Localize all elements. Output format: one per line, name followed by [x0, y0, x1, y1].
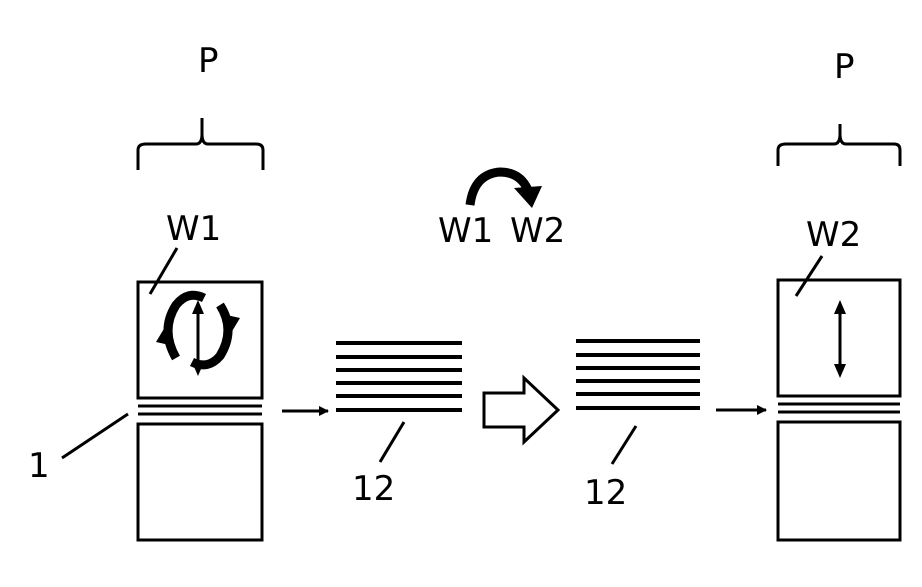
- label-p-right: P: [834, 47, 855, 87]
- vertical-double-arrow-left: [192, 300, 204, 376]
- label-p-left: P: [198, 41, 219, 81]
- label-ref-12-right: 12: [584, 473, 627, 513]
- brace-left: [138, 118, 263, 170]
- process-arrow-icon: [484, 378, 558, 442]
- label-swap-w1: W1: [438, 211, 493, 251]
- stack-left: [336, 343, 462, 410]
- leader-w1: [150, 248, 177, 294]
- lower-box-right: [778, 422, 900, 540]
- label-swap-w2: W2: [510, 211, 565, 251]
- label-w2: W2: [806, 215, 861, 255]
- leader-ref-1: [62, 414, 128, 458]
- label-ref-12-left: 12: [352, 469, 395, 509]
- leader-ref-12-right: [612, 426, 636, 464]
- brace-right: [778, 124, 900, 166]
- leader-w2: [796, 256, 822, 296]
- lower-box-left: [138, 424, 262, 540]
- label-ref-1: 1: [28, 446, 50, 486]
- stack-right: [576, 341, 700, 408]
- leader-ref-12-left: [380, 422, 404, 462]
- vertical-double-arrow-right: [834, 300, 846, 378]
- label-w1: W1: [166, 209, 221, 249]
- swap-arrow-icon: [470, 172, 542, 208]
